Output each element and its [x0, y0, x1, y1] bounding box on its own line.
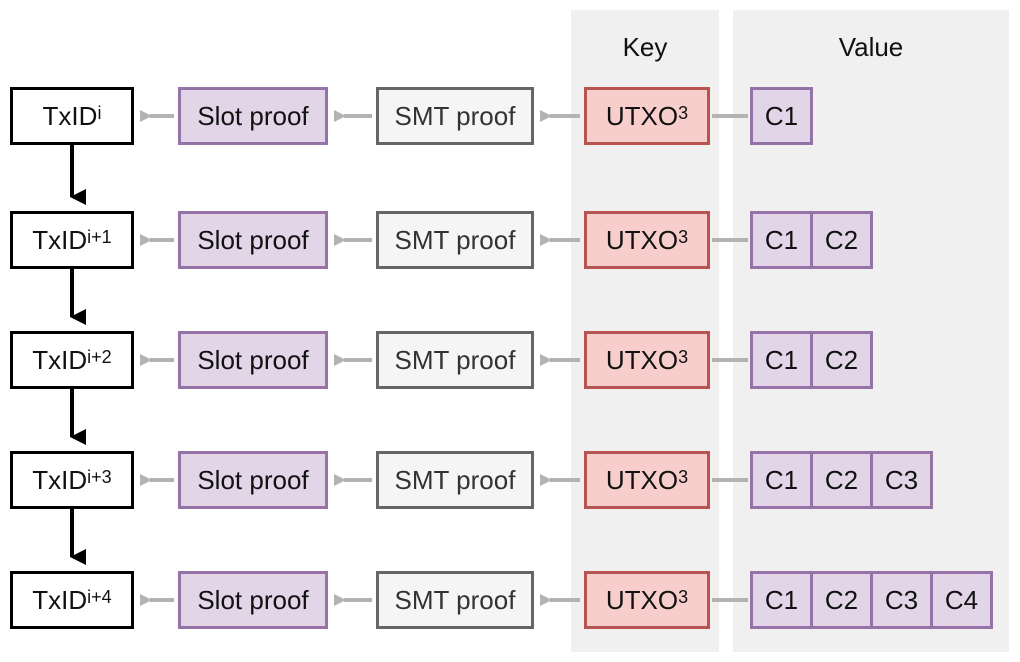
utxo-key-box-label: UTXO — [605, 344, 679, 375]
txid-box-superscript: i+1 — [87, 226, 112, 247]
slot-proof-box: Slot proof — [178, 571, 328, 629]
txid-box-label: TxID — [32, 344, 88, 375]
value-cell: C3 — [870, 451, 933, 509]
utxo-key-box-label: UTXO — [605, 224, 679, 255]
value-cell: C1 — [750, 571, 813, 629]
smt-proof-box-label: SMT proof — [394, 584, 516, 615]
value-cell: C1 — [750, 87, 813, 145]
value-cell: C1 — [750, 211, 813, 269]
key-column-header: Key — [622, 32, 668, 62]
txid-box-label: TxID — [32, 464, 88, 495]
slot-proof-box-label: Slot proof — [197, 100, 309, 131]
value-cell: C2 — [810, 331, 873, 389]
value-cell: C1 — [750, 331, 813, 389]
txid-box-superscript: i — [97, 102, 102, 123]
utxo-key-box-superscript: 3 — [678, 226, 689, 247]
smt-proof-box: SMT proof — [376, 571, 534, 629]
smt-proof-box: SMT proof — [376, 211, 534, 269]
smt-proof-box-label: SMT proof — [394, 344, 516, 375]
value-cell: C2 — [810, 451, 873, 509]
slot-proof-box-label: Slot proof — [197, 464, 309, 495]
slot-proof-box: Slot proof — [178, 451, 328, 509]
value-cell: C3 — [870, 571, 933, 629]
value-cell: C1 — [750, 451, 813, 509]
txid-box-label: TxID — [32, 224, 88, 255]
slot-proof-box: Slot proof — [178, 331, 328, 389]
txid-box-label: TxID — [32, 584, 88, 615]
smt-proof-box: SMT proof — [376, 87, 534, 145]
txid-box-superscript: i+2 — [87, 346, 112, 367]
slot-proof-box: Slot proof — [178, 87, 328, 145]
smt-proof-box: SMT proof — [376, 451, 534, 509]
slot-proof-box: Slot proof — [178, 211, 328, 269]
utxo-key-box-label: UTXO — [605, 464, 679, 495]
utxo-key-box-superscript: 3 — [678, 102, 689, 123]
value-column-header: Value — [838, 32, 904, 62]
slot-proof-box-label: Slot proof — [197, 224, 309, 255]
slot-proof-box-label: Slot proof — [197, 584, 309, 615]
utxo-key-box-superscript: 3 — [678, 586, 689, 607]
txid-box-superscript: i+4 — [87, 586, 112, 607]
utxo-key-box-superscript: 3 — [678, 466, 689, 487]
smt-proof-box-label: SMT proof — [394, 464, 516, 495]
smt-proof-box: SMT proof — [376, 331, 534, 389]
smt-proof-box-label: SMT proof — [394, 224, 516, 255]
txid-box-superscript: i+3 — [87, 466, 112, 487]
utxo-key-box-label: UTXO — [605, 584, 679, 615]
value-cell: C4 — [930, 571, 993, 629]
utxo-key-box-label: UTXO — [605, 100, 679, 131]
utxo-key-box-superscript: 3 — [678, 346, 689, 367]
smt-proof-box-label: SMT proof — [394, 100, 516, 131]
value-cell: C2 — [810, 211, 873, 269]
slot-proof-box-label: Slot proof — [197, 344, 309, 375]
value-cell: C2 — [810, 571, 873, 629]
txid-box-label: TxID — [42, 100, 98, 131]
